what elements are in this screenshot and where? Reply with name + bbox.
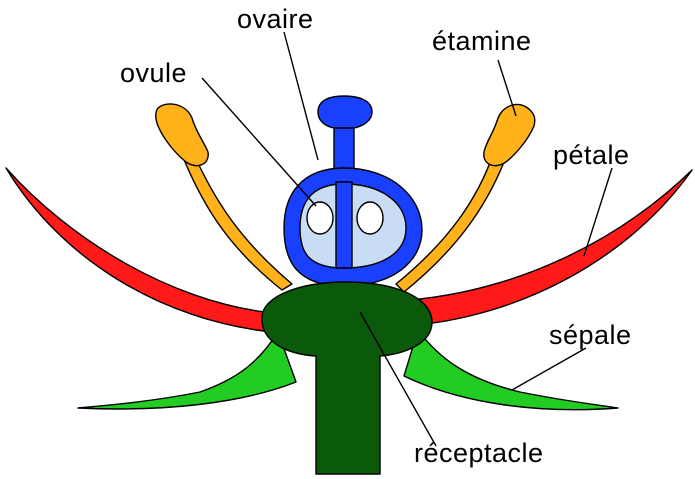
ovary-septum: [336, 182, 352, 268]
petal-left: [6, 168, 272, 332]
leader-ovule: [202, 78, 316, 206]
label-ovaire: ovaire: [237, 6, 314, 33]
pistil-stigma: [318, 96, 372, 128]
label-ovule: ovule: [120, 60, 187, 87]
ovule-right: [357, 202, 383, 234]
leader-sepale: [512, 348, 586, 390]
label-petale: pétale: [553, 142, 630, 169]
label-receptacle: réceptacle: [414, 440, 544, 467]
stamen-filament-left: [180, 150, 292, 290]
label-sepale: sépale: [549, 322, 632, 349]
ovule-left: [307, 202, 333, 234]
stamen-anther-right: [484, 104, 535, 165]
sepal-left: [78, 332, 296, 409]
leader-ovaire: [284, 32, 318, 160]
label-etamine: étamine: [432, 28, 532, 55]
stamen-anther-left: [156, 104, 208, 166]
